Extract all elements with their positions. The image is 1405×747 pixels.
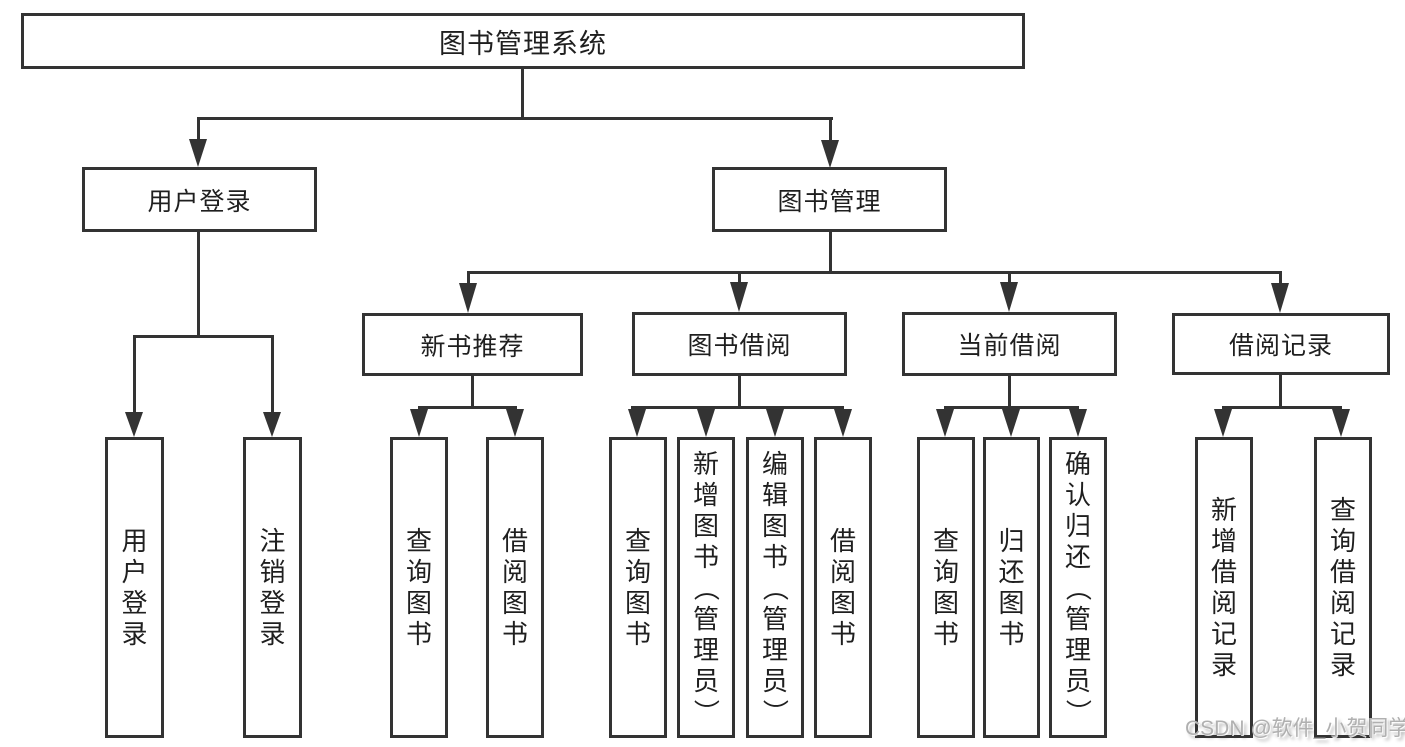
- connector-line: [471, 375, 474, 408]
- connector-line: [631, 406, 844, 409]
- node-root-label: 图书管理系统: [439, 28, 607, 59]
- leaf-add-book-admin-label: 新增图书（管理员）: [690, 448, 721, 725]
- node-borrow-records: 借阅记录: [1172, 313, 1390, 375]
- leaf-logout-label: 注销登录: [259, 526, 286, 649]
- connector-line: [829, 117, 832, 147]
- arrow-down-icon: [189, 139, 207, 167]
- arrow-down-icon: [628, 409, 646, 437]
- node-book-borrow-label: 图书借阅: [687, 332, 792, 360]
- node-new-book-recommend: 新书推荐: [362, 313, 583, 376]
- leaf-return-book-label: 归还图书: [998, 526, 1025, 649]
- leaf-query-book-current-label: 查询图书: [932, 526, 959, 649]
- arrow-down-icon: [697, 409, 715, 437]
- leaf-borrow-book-recommend: 借阅图书: [486, 437, 544, 738]
- leaf-add-book-admin: 新增图书（管理员）: [677, 437, 735, 738]
- connector-line: [197, 117, 200, 147]
- node-new-book-recommend-label: 新书推荐: [420, 332, 525, 361]
- arrow-down-icon: [834, 409, 852, 437]
- node-current-borrow: 当前借阅: [902, 312, 1117, 376]
- leaf-borrow-book-label: 借阅图书: [829, 526, 856, 649]
- connector-line: [467, 271, 470, 287]
- arrow-down-icon: [1271, 283, 1289, 313]
- leaf-query-book-borrow: 查询图书: [609, 437, 667, 738]
- leaf-add-borrow-record: 新增借阅记录: [1195, 437, 1253, 738]
- leaf-logout: 注销登录: [243, 437, 302, 738]
- node-user-login-label: 用户登录: [147, 187, 252, 216]
- connector-line: [521, 69, 524, 119]
- arrow-down-icon: [1000, 282, 1018, 312]
- leaf-user-login-label: 用户登录: [121, 526, 148, 649]
- leaf-query-book-recommend-label: 查询图书: [405, 526, 432, 649]
- connector-line: [271, 335, 274, 415]
- leaf-borrow-book: 借阅图书: [814, 437, 872, 738]
- arrow-down-icon: [1214, 409, 1232, 437]
- connector-line: [738, 271, 741, 287]
- arrow-down-icon: [936, 409, 954, 437]
- leaf-edit-book-admin: 编辑图书（管理员）: [746, 437, 804, 738]
- leaf-query-book-borrow-label: 查询图书: [624, 526, 651, 649]
- connector-line: [1279, 375, 1282, 408]
- leaf-user-login: 用户登录: [105, 437, 164, 738]
- leaf-edit-book-admin-label: 编辑图书（管理员）: [759, 448, 790, 725]
- arrow-down-icon: [125, 412, 143, 437]
- connector-line: [197, 232, 200, 337]
- arrow-down-icon: [1069, 409, 1087, 437]
- connector-line: [1008, 375, 1011, 408]
- arrow-down-icon: [1332, 409, 1350, 437]
- node-user-login: 用户登录: [82, 167, 317, 232]
- leaf-query-book-current: 查询图书: [917, 437, 975, 738]
- connector-line: [418, 406, 517, 409]
- leaf-add-borrow-record-label: 新增借阅记录: [1210, 495, 1237, 680]
- leaf-borrow-book-recommend-label: 借阅图书: [501, 526, 528, 649]
- connector-line: [944, 406, 1079, 409]
- connector-line: [133, 335, 274, 338]
- connector-line: [738, 375, 741, 408]
- arrow-down-icon: [506, 409, 524, 437]
- connector-line: [1222, 406, 1342, 409]
- connector-line: [133, 335, 136, 415]
- arrow-down-icon: [410, 409, 428, 437]
- node-book-borrow: 图书借阅: [632, 312, 847, 376]
- arrow-down-icon: [263, 412, 281, 437]
- node-borrow-records-label: 借阅记录: [1228, 332, 1333, 360]
- arrow-down-icon: [459, 283, 477, 313]
- leaf-query-borrow-record-label: 查询借阅记录: [1329, 495, 1356, 680]
- node-book-management-label: 图书管理: [777, 187, 882, 216]
- leaf-query-book-recommend: 查询图书: [390, 437, 448, 738]
- connector-line: [1008, 271, 1011, 287]
- arrow-down-icon: [766, 409, 784, 437]
- watermark: CSDN @软件_小贺同学: [1185, 717, 1405, 740]
- node-current-borrow-label: 当前借阅: [957, 332, 1062, 360]
- connector-line: [1279, 271, 1282, 287]
- leaf-return-book: 归还图书: [983, 437, 1040, 738]
- connector-line: [197, 117, 833, 120]
- arrow-down-icon: [821, 140, 839, 168]
- node-book-management: 图书管理: [712, 167, 947, 232]
- node-root: 图书管理系统: [21, 13, 1025, 69]
- connector-line: [829, 232, 832, 273]
- connector-line: [467, 271, 1282, 274]
- leaf-query-borrow-record: 查询借阅记录: [1314, 437, 1372, 738]
- leaf-confirm-return-admin-label: 确认归还（管理员）: [1062, 448, 1093, 725]
- leaf-confirm-return-admin: 确认归还（管理员）: [1049, 437, 1107, 738]
- arrow-down-icon: [1002, 409, 1020, 437]
- arrow-down-icon: [730, 282, 748, 312]
